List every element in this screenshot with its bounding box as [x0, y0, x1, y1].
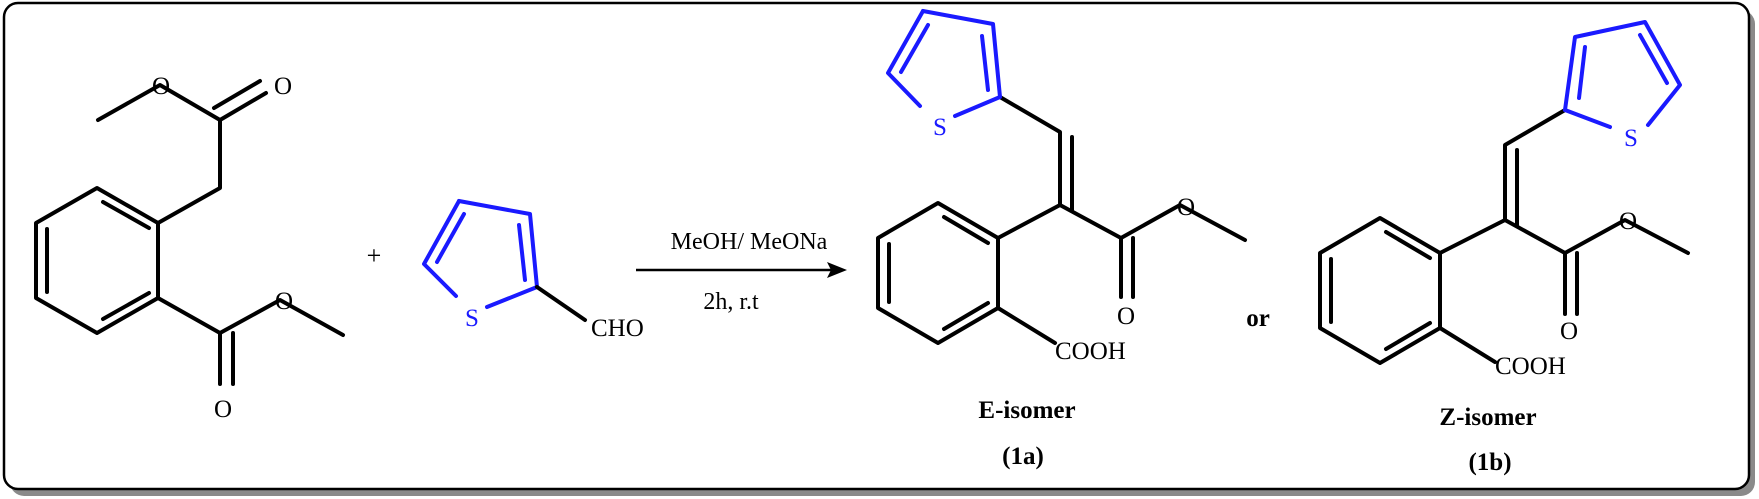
e-carbonyl-oxygen-label: O: [1117, 303, 1135, 330]
thiophene-carbaldehyde: S CHO: [422, 199, 644, 342]
z-ester-oxygen-label: O: [1619, 208, 1637, 235]
ester-oxygen-label: O: [152, 73, 170, 100]
e-isomer-compound-id: (1a): [1002, 443, 1044, 470]
e-isomer-name: E-isomer: [978, 397, 1075, 424]
z-isomer-structure: S O O COOH: [1318, 20, 1690, 380]
condition-reagents: MeOH/ MeONa: [671, 229, 828, 255]
e-ester-oxygen-label: O: [1177, 194, 1195, 221]
e-thiophene-sulfur-label: S: [933, 114, 947, 141]
z-carbonyl-oxygen-label: O: [1560, 318, 1578, 345]
starting-material: O O O O: [34, 73, 345, 423]
z-isomer-name: Z-isomer: [1439, 404, 1536, 431]
z-thiophene-sulfur-label: S: [1624, 125, 1638, 152]
e-isomer-structure: S O O COOH: [876, 9, 1247, 365]
ester-oxygen-label: O: [275, 288, 293, 315]
z-acid-label: COOH: [1495, 353, 1566, 380]
carbonyl-oxygen-label: O: [214, 396, 232, 423]
carbonyl-oxygen-label: O: [274, 73, 292, 100]
z-isomer-compound-id: (1b): [1468, 449, 1511, 476]
thiophene-sulfur-label: S: [465, 305, 479, 332]
e-acid-label: COOH: [1055, 338, 1126, 365]
or-text: or: [1246, 305, 1270, 332]
plus-sign: +: [367, 241, 382, 270]
aldehyde-label: CHO: [591, 315, 644, 342]
condition-time-temperature: 2h, r.t: [703, 289, 759, 315]
reaction-arrow: [636, 262, 847, 278]
